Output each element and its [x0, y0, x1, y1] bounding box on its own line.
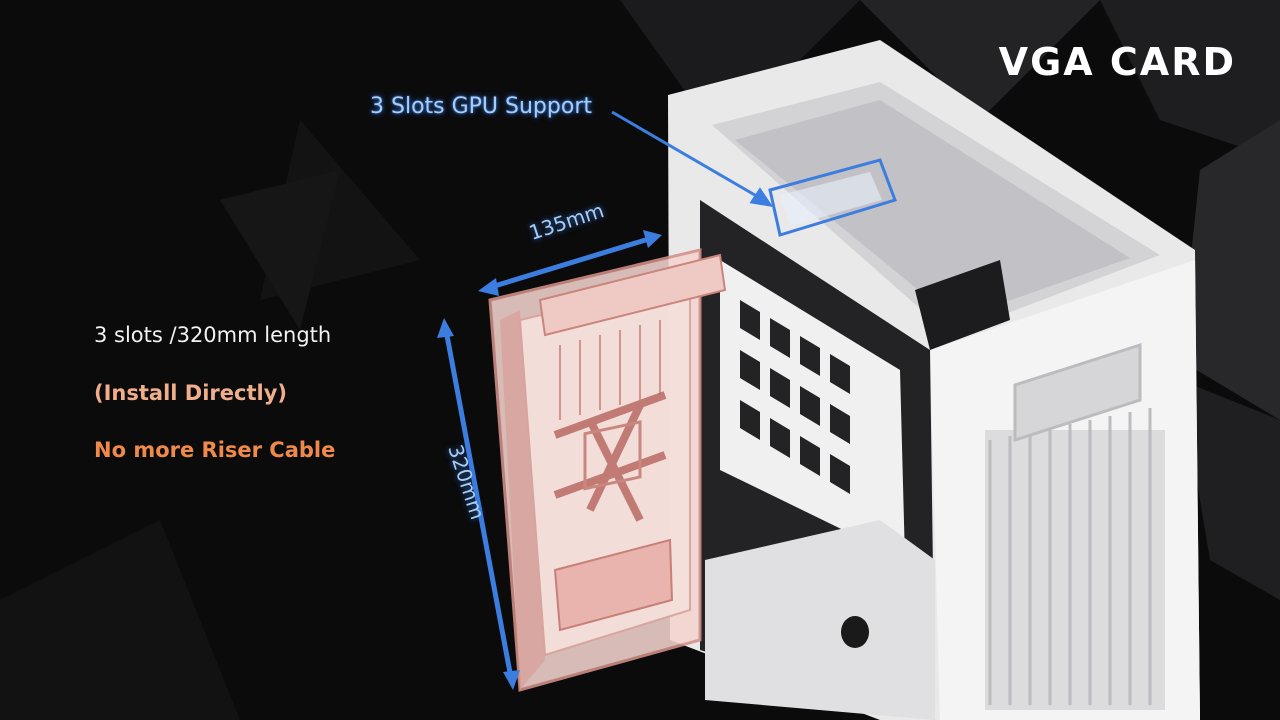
feature-install-directly: (Install Directly) [94, 381, 287, 405]
feature-no-riser-cable: No more Riser Cable [94, 438, 336, 462]
length-dimension-arrow [437, 318, 520, 690]
gpu-support-arrow [611, 110, 774, 208]
width-dimension-arrow [478, 230, 662, 296]
slide-title: VGA CARD [998, 40, 1236, 84]
feature-slots-length: 3 slots /320mm length [94, 323, 332, 347]
gpu-card [488, 248, 727, 692]
gpu-support-callout: 3 Slots GPU Support [370, 94, 592, 119]
pc-case [668, 40, 1200, 720]
